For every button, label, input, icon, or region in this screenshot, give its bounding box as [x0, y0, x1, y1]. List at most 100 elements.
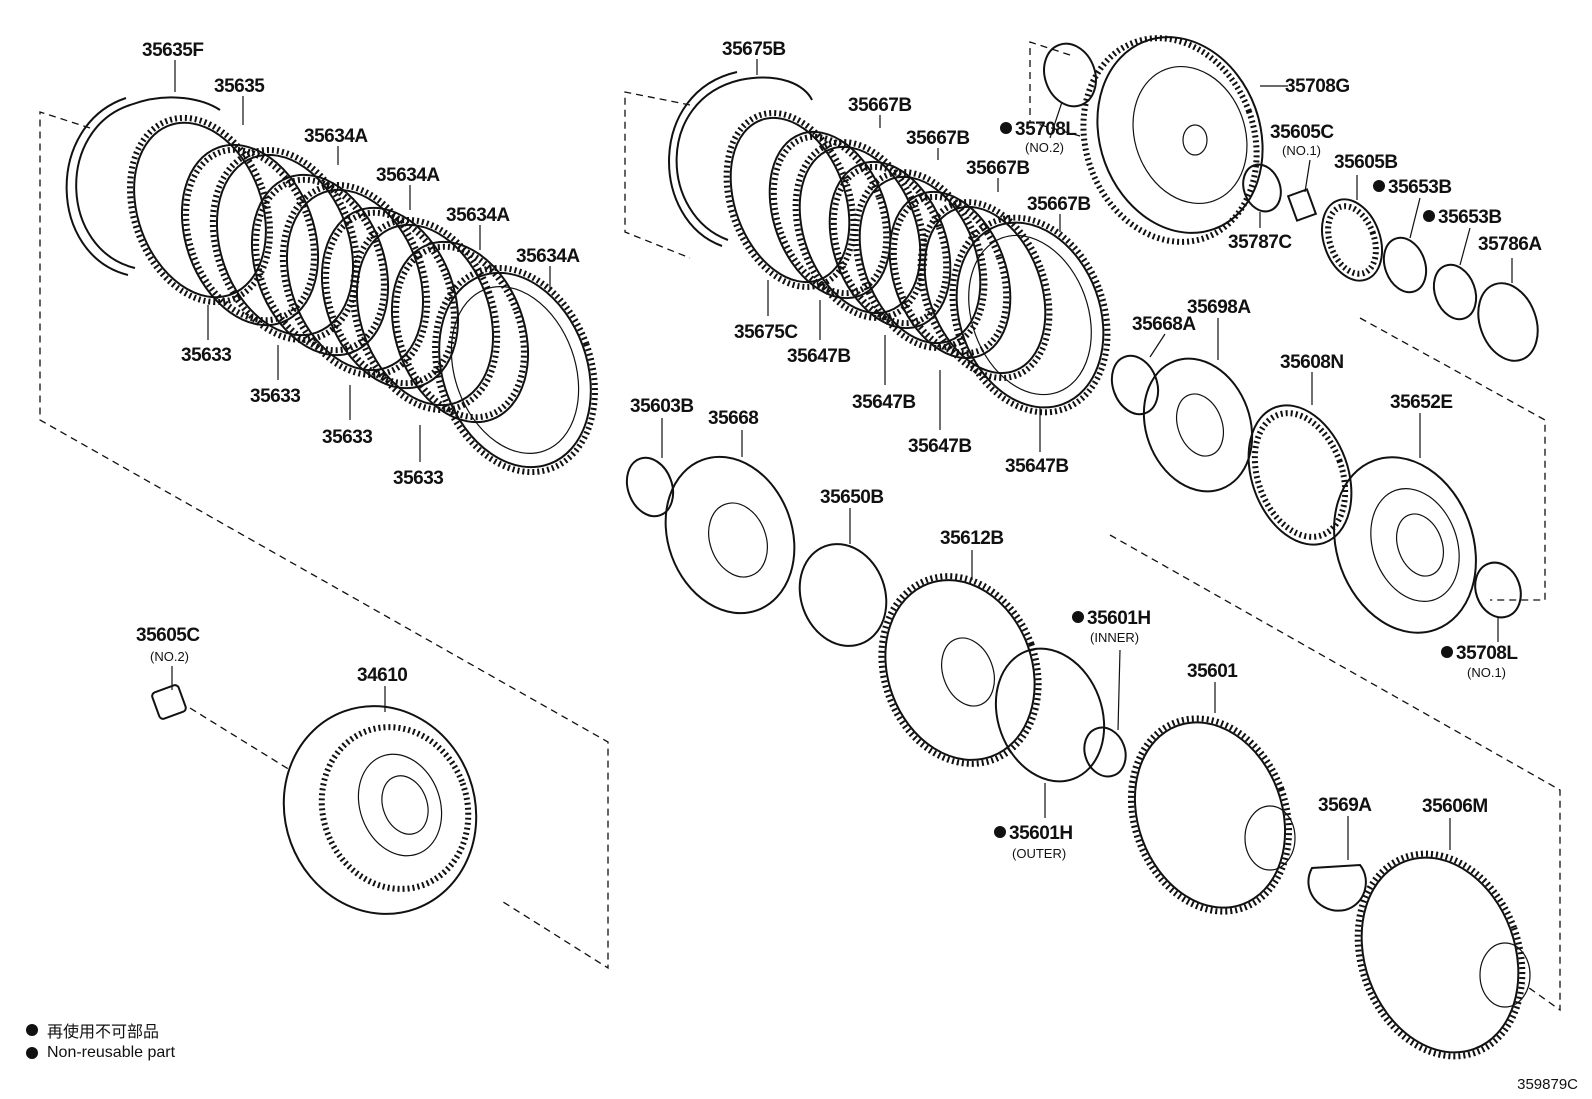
drum-35612B — [884, 579, 1036, 761]
label-35601H-outer: 35601H — [1009, 823, 1073, 844]
plate-35634A-4 — [438, 271, 592, 469]
label-3569A: 3569A — [1318, 795, 1372, 816]
plate-35634A-3 — [355, 223, 495, 407]
disc-35633-1 — [180, 143, 320, 327]
label-35601H-inner: 35601H — [1087, 608, 1151, 629]
legend-en: Non-reusable part — [26, 1044, 175, 1062]
label-35634A: 35634A — [516, 246, 580, 267]
label-35667B: 35667B — [1027, 194, 1091, 215]
plate-35667B-4 — [955, 221, 1105, 409]
label-35633: 35633 — [250, 386, 300, 407]
snap-ring-35603B — [625, 456, 675, 518]
legend-jp-text: 再使用不可部品 — [47, 1024, 160, 1041]
label-35647B: 35647B — [787, 346, 851, 367]
label-35675C: 35675C — [734, 322, 798, 343]
label-35605C-no1-sub: (NO.1) — [1282, 143, 1321, 158]
plate-35667B-1 — [798, 145, 922, 315]
drum-group-bottom-left — [151, 684, 478, 915]
spring-35650B — [798, 543, 888, 647]
piston-group-middle — [1110, 354, 1522, 634]
label-35633: 35633 — [393, 468, 443, 489]
bearing-35605C-no1 — [1286, 188, 1318, 222]
bullet-icon — [26, 1024, 38, 1036]
label-35786A: 35786A — [1478, 234, 1542, 255]
seal-35708L-no2 — [1043, 42, 1097, 108]
label-35708L-no2-sub: (NO.2) — [1025, 140, 1064, 155]
label-35635F: 35635F — [142, 40, 203, 61]
non-reusable-marker — [1072, 611, 1084, 623]
label-35612B: 35612B — [940, 528, 1004, 549]
non-reusable-marker — [1373, 180, 1385, 192]
piston-group-lower — [625, 455, 1127, 783]
plate-35667B-3 — [923, 205, 1047, 375]
label-35605B: 35605B — [1334, 152, 1398, 173]
label-35605C-no2: 35605C — [136, 625, 200, 646]
snap-ring-35675B — [675, 76, 813, 241]
label-35603B: 35603B — [630, 396, 694, 417]
label-35653B: 35653B — [1388, 177, 1452, 198]
part-labels: 35635F 35635 35634A 35634A 35634A 35634A… — [136, 39, 1543, 861]
label-35647B: 35647B — [1005, 456, 1069, 477]
plate-35675C — [729, 116, 851, 284]
label-35698A: 35698A — [1187, 297, 1251, 318]
hub-35652E — [1333, 456, 1477, 634]
seal-35653B-1 — [1382, 236, 1428, 294]
label-35647B: 35647B — [852, 392, 916, 413]
disc-35647B-3 — [888, 190, 1012, 360]
bearing-35605C-no2 — [151, 684, 187, 720]
bearing-3569A — [1307, 863, 1367, 912]
label-35601: 35601 — [1187, 661, 1238, 682]
plate-35634A-1 — [215, 153, 355, 337]
label-35652E: 35652E — [1390, 392, 1453, 413]
label-35633: 35633 — [322, 427, 372, 448]
label-35668: 35668 — [708, 408, 758, 429]
label-35647B: 35647B — [908, 436, 972, 457]
gear-group-bottom — [1127, 715, 1531, 1060]
seal-35708L-no1 — [1474, 561, 1522, 619]
label-35667B: 35667B — [906, 128, 970, 149]
non-reusable-marker — [1000, 122, 1012, 134]
drum-group-top-right — [1043, 35, 1539, 362]
label-35633: 35633 — [181, 345, 231, 366]
legend-jp: 再使用不可部品 — [26, 1018, 159, 1042]
gear-35606M — [1360, 856, 1520, 1054]
label-35708L-no1: 35708L — [1456, 643, 1518, 664]
retainer-35668 — [664, 455, 796, 615]
clutch-pack-left — [65, 96, 598, 476]
snap-ring-35668A — [1110, 354, 1160, 416]
oring-35601H-outer — [994, 647, 1106, 783]
drum-35708G — [1096, 36, 1264, 234]
label-35667B: 35667B — [848, 95, 912, 116]
bullet-icon — [26, 1047, 38, 1059]
oring-35601H-inner — [1083, 726, 1127, 778]
leader-lines — [171, 59, 1513, 860]
washer-35787C — [1242, 163, 1282, 213]
label-35708G: 35708G — [1285, 76, 1350, 97]
label-35601H-outer-sub: (OUTER) — [1012, 846, 1066, 861]
diagram-reference-number: 359879C — [1517, 1076, 1578, 1093]
label-35667B: 35667B — [966, 158, 1030, 179]
label-34610: 34610 — [357, 665, 407, 686]
disc-35633-4 — [390, 240, 530, 424]
label-35668A: 35668A — [1132, 314, 1196, 335]
label-35634A: 35634A — [446, 205, 510, 226]
label-35675B: 35675B — [722, 39, 786, 60]
disc-35647B-1 — [768, 130, 892, 300]
label-35634A: 35634A — [376, 165, 440, 186]
seal-35653B-2 — [1432, 263, 1478, 321]
piston-35698A — [1142, 357, 1254, 493]
legend-en-text: Non-reusable part — [47, 1044, 176, 1061]
label-35605C-no2-sub: (NO.2) — [150, 649, 189, 664]
label-35708L-no2: 35708L — [1015, 119, 1077, 140]
snap-ring-35635F — [75, 96, 221, 269]
assembly-boundary-lines — [39, 41, 1561, 1012]
drum-34610 — [282, 705, 478, 915]
label-35653B: 35653B — [1438, 207, 1502, 228]
plate-35634A-2 — [285, 188, 425, 372]
label-35606M: 35606M — [1422, 796, 1488, 817]
label-35605C-no1: 35605C — [1270, 122, 1334, 143]
label-35635: 35635 — [214, 76, 265, 97]
bearing-35608N — [1247, 404, 1353, 546]
plate-35635 — [133, 121, 267, 299]
disc-35647B-2 — [828, 160, 952, 330]
